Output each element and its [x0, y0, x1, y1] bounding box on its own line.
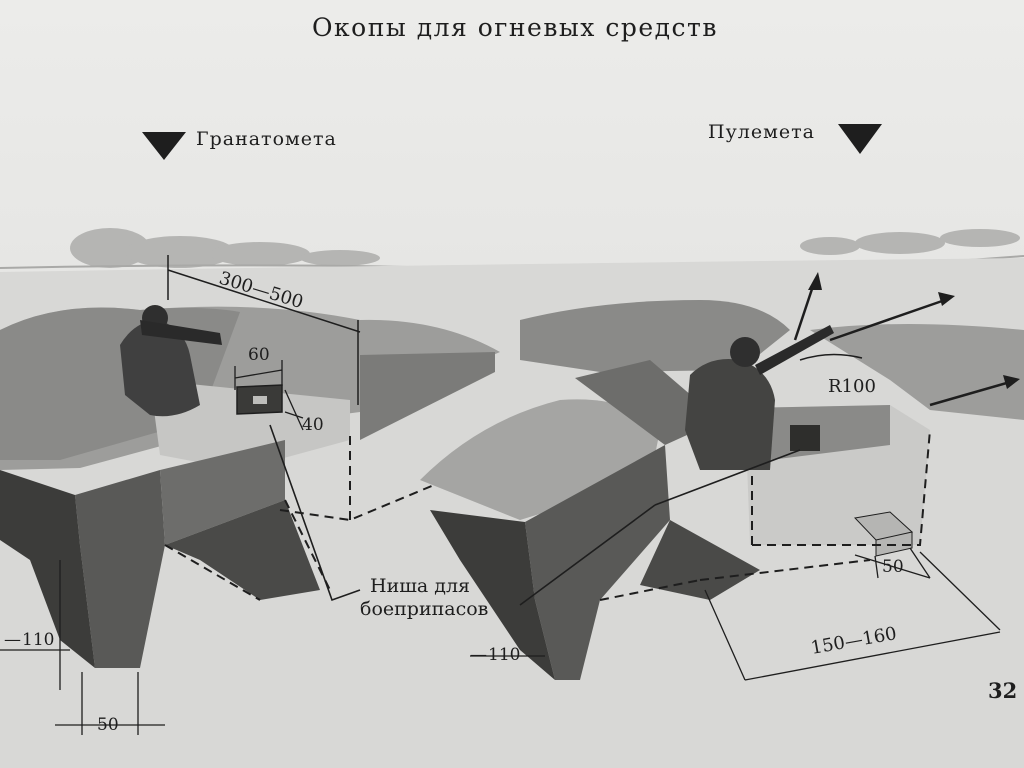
- machine-gun-trench: [420, 272, 1024, 681]
- dim-niche-width: 60: [248, 345, 270, 365]
- label-niche-line2: боеприпасов: [360, 598, 488, 620]
- fire-direction-arrows: [793, 272, 1020, 407]
- dim-depth-right-dash: —: [470, 645, 487, 665]
- dim-depth-left: 110: [22, 630, 54, 650]
- right-parapet-left: [520, 300, 790, 372]
- dim-depth-left-dash: —: [4, 630, 21, 650]
- label-grenade-launcher: Гранатомета: [196, 128, 337, 150]
- dim-depth-right: 110: [488, 645, 520, 665]
- machine-gun-marker-icon: [838, 124, 882, 154]
- bottom-width-dim: [55, 672, 165, 735]
- ammo-niche-right: [790, 425, 820, 451]
- dim-radius: R100: [828, 376, 876, 397]
- right-trench-side: [575, 360, 720, 445]
- diagram-title: Окопы для огневых средств: [312, 13, 718, 42]
- label-niche-line1: Ниша для: [370, 575, 470, 597]
- page-number: 32: [988, 678, 1017, 703]
- grenade-launcher-marker-icon: [142, 132, 186, 160]
- right-trench-wall: [525, 445, 670, 680]
- grenadier-figure: [120, 305, 222, 417]
- platform-dim-line: [704, 551, 1001, 681]
- step-dim-line: [854, 547, 931, 579]
- niche-hatch: [253, 396, 267, 404]
- niche-leader-lines: [269, 424, 801, 606]
- right-parapet-right: [810, 324, 1024, 420]
- grenade-launcher-trench: [0, 255, 500, 735]
- right-hidden-edges: [599, 429, 931, 601]
- label-machine-gun: Пулемета: [708, 121, 815, 143]
- depth-dim-left: [0, 560, 70, 690]
- length-dim-line: [167, 255, 361, 405]
- dim-step-width: 50: [882, 557, 904, 577]
- radius-arc: [799, 353, 863, 361]
- right-soil-cut: [430, 510, 555, 680]
- dim-bottom-width: 50: [97, 715, 119, 735]
- right-soil-cut-2: [640, 520, 760, 600]
- left-soil-cut: [0, 470, 95, 668]
- left-trench-floor: [150, 380, 350, 470]
- left-trench-side: [160, 440, 285, 545]
- dim-niche-height: 40: [302, 415, 324, 435]
- left-soil-cut-2: [165, 500, 320, 600]
- niche-dim-lines: [234, 360, 304, 431]
- left-parapet-front: [360, 352, 495, 440]
- background-trees: [70, 228, 1020, 268]
- left-trench-wall: [75, 470, 165, 668]
- machine-gunner-figure: [685, 325, 834, 470]
- step: [853, 511, 914, 557]
- left-hidden-edges: [164, 430, 471, 601]
